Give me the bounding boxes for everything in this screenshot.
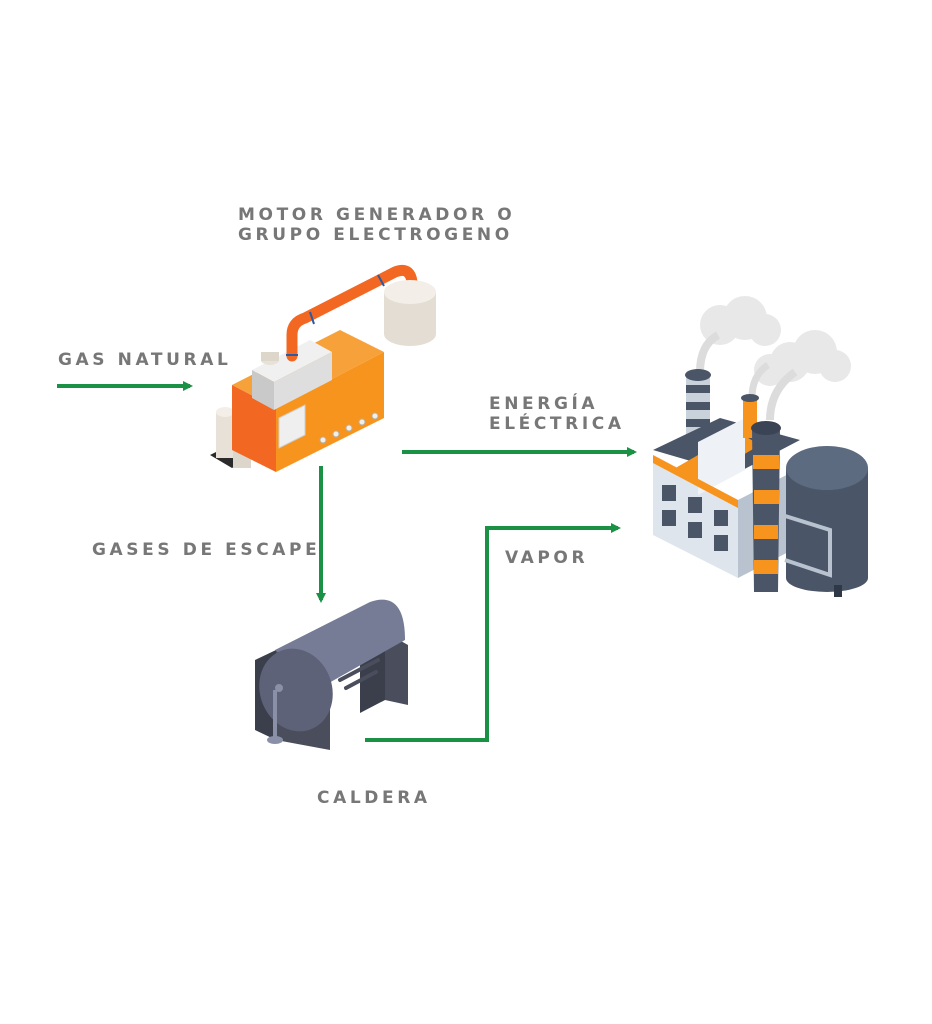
factory-icon (653, 296, 868, 597)
exhaust-label: GASES DE ESCAPE (92, 540, 321, 560)
boiler-label: CALDERA (317, 788, 431, 808)
generator-label-line1: MOTOR GENERADOR O (238, 205, 516, 225)
gas-natural-label: GAS NATURAL (58, 350, 232, 370)
steam-arrow (365, 523, 621, 742)
electricity-label-line1: ENERGÍA (489, 394, 599, 414)
engine-generator-icon (210, 264, 436, 472)
generator-label-line2: GRUPO ELECTROGENO (238, 225, 513, 245)
electricity-label: ENERGÍA ELÉCTRICA (489, 394, 625, 434)
boiler-icon (255, 599, 408, 750)
steam-label: VAPOR (505, 548, 589, 568)
generator-label: MOTOR GENERADOR O GRUPO ELECTROGENO (238, 205, 515, 245)
electricity-label-line2: ELÉCTRICA (489, 414, 625, 434)
